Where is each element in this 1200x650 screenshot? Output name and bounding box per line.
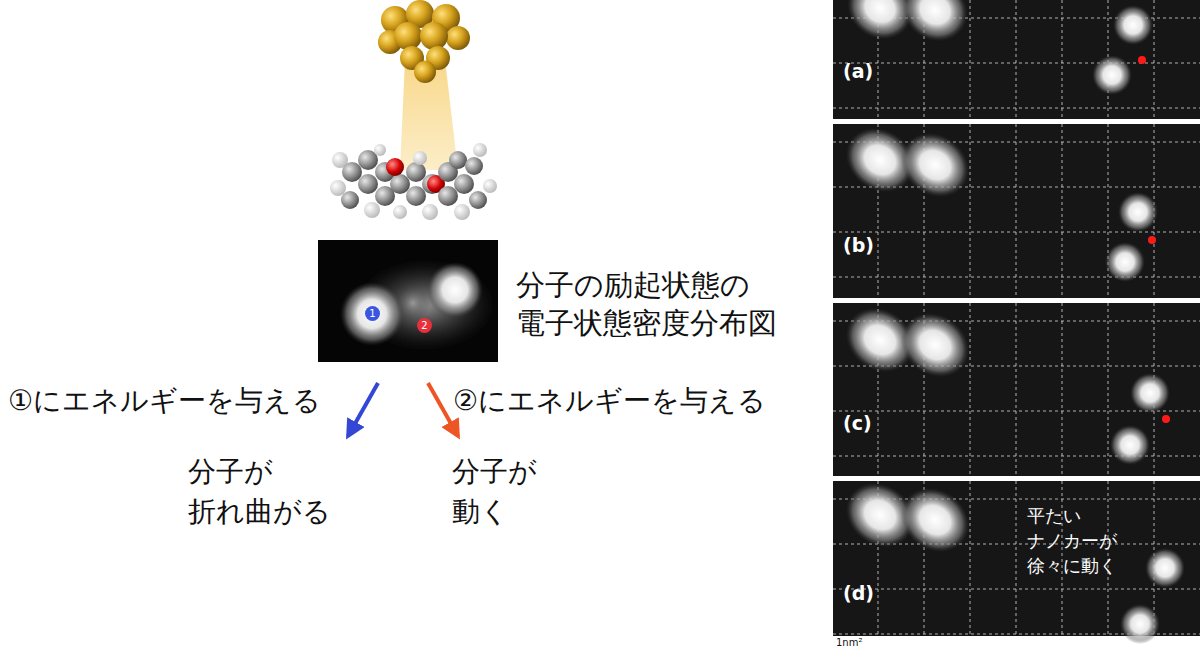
result-text: 分子が 動く: [452, 452, 537, 532]
tunnel-beam: [400, 60, 458, 170]
art-line: [1016, 481, 1017, 636]
panel-label: (b): [843, 234, 874, 256]
art-line: [833, 589, 1200, 590]
art-ellipse: [888, 300, 981, 390]
art-ellipse: [888, 120, 981, 210]
art-line: [1062, 124, 1063, 298]
panel-label: (a): [843, 60, 873, 82]
art-ellipse: [1122, 365, 1178, 421]
art-circle: [342, 162, 362, 182]
marker-circle: 2: [417, 318, 432, 333]
art-rect: [318, 240, 498, 362]
marker-circle: 1: [365, 306, 380, 321]
art-circle: [386, 158, 404, 176]
art-circle: [465, 157, 483, 175]
art-ellipse: [1102, 417, 1158, 473]
red-dots: [1138, 56, 1170, 423]
result-text: 分子が 折れ曲がる: [188, 452, 331, 532]
art-ellipse: [1105, 0, 1161, 53]
molecule-images: [833, 0, 1193, 650]
art-line: [833, 277, 1200, 278]
callout-number: 2: [417, 318, 432, 333]
art-ellipse: [1137, 540, 1193, 596]
blue-arrow: [348, 383, 378, 436]
art-ellipse: [888, 475, 981, 565]
art-circle: [395, 285, 431, 321]
art-circle: [473, 143, 487, 157]
panel-label: (d): [843, 582, 874, 604]
art-line: [1016, 303, 1017, 476]
image-panel: (d) 平たい ナノカーが 徐々に動く: [833, 481, 1200, 636]
art-circle: [341, 191, 359, 209]
art-line: [970, 124, 971, 298]
art-circle: [330, 180, 346, 196]
molecule-model: [330, 143, 497, 220]
art-circle: [454, 204, 470, 220]
art-circle: [454, 174, 474, 194]
art-rect: [833, 0, 1200, 650]
art-circle: [449, 151, 467, 169]
art-circle: [1138, 56, 1146, 64]
art-ellipse: [1112, 596, 1168, 650]
action-text: ①にエネルギーを与える: [8, 384, 321, 418]
art-line: [833, 108, 1200, 109]
action-text: ②にエネルギーを与える: [453, 384, 766, 418]
art-ellipse: [890, 0, 980, 54]
art-circle: [394, 22, 422, 50]
callout-number: 1: [365, 306, 380, 321]
art-circle: [358, 174, 378, 194]
art-line: [1062, 303, 1063, 476]
art-circle: [420, 22, 448, 50]
image-panel: 分子の励起状態の 電子状態密度分布図12: [318, 240, 498, 362]
art-rect: [833, 636, 865, 650]
art-circle: [446, 26, 470, 50]
stm-image: [318, 240, 498, 362]
image-panel: (a): [833, 0, 1200, 119]
art-circle: [413, 151, 427, 165]
art-line: [1016, 124, 1017, 298]
art-circle: [469, 191, 487, 209]
art-circle: [1162, 415, 1170, 423]
art-ellipse: [1097, 234, 1153, 290]
grid-lines: [833, 0, 1200, 636]
image-caption: 分子の励起状態の 電子状態密度分布図: [516, 266, 777, 342]
scale-label: 1nm²: [836, 637, 862, 649]
stm-tip: [378, 0, 470, 83]
image-panel: (b): [833, 124, 1200, 298]
art-circle: [406, 186, 426, 206]
art-line: [970, 303, 971, 476]
art-circle: [374, 144, 386, 156]
art-circle: [483, 179, 497, 193]
art-line: [833, 232, 1200, 233]
art-circle: [406, 162, 426, 182]
stm-panels: [833, 0, 1200, 650]
art-line: [970, 0, 971, 119]
art-circle: [340, 282, 404, 346]
panel-note: 平たい ナノカーが 徐々に動く: [1027, 503, 1117, 578]
art-circle: [422, 204, 438, 220]
art-circle: [438, 186, 458, 206]
art-circle: [414, 61, 436, 83]
art-circle: [1148, 236, 1156, 244]
panel-label: (c): [843, 412, 872, 434]
art-line: [970, 481, 971, 636]
art-circle: [390, 174, 410, 194]
art-line: [1108, 303, 1109, 476]
art-circle: [364, 202, 380, 218]
art-ellipse: [1084, 47, 1140, 103]
art-ellipse: [1110, 184, 1166, 240]
image-panel: (c): [833, 303, 1200, 476]
art-circle: [393, 205, 407, 219]
art-circle: [427, 262, 483, 318]
